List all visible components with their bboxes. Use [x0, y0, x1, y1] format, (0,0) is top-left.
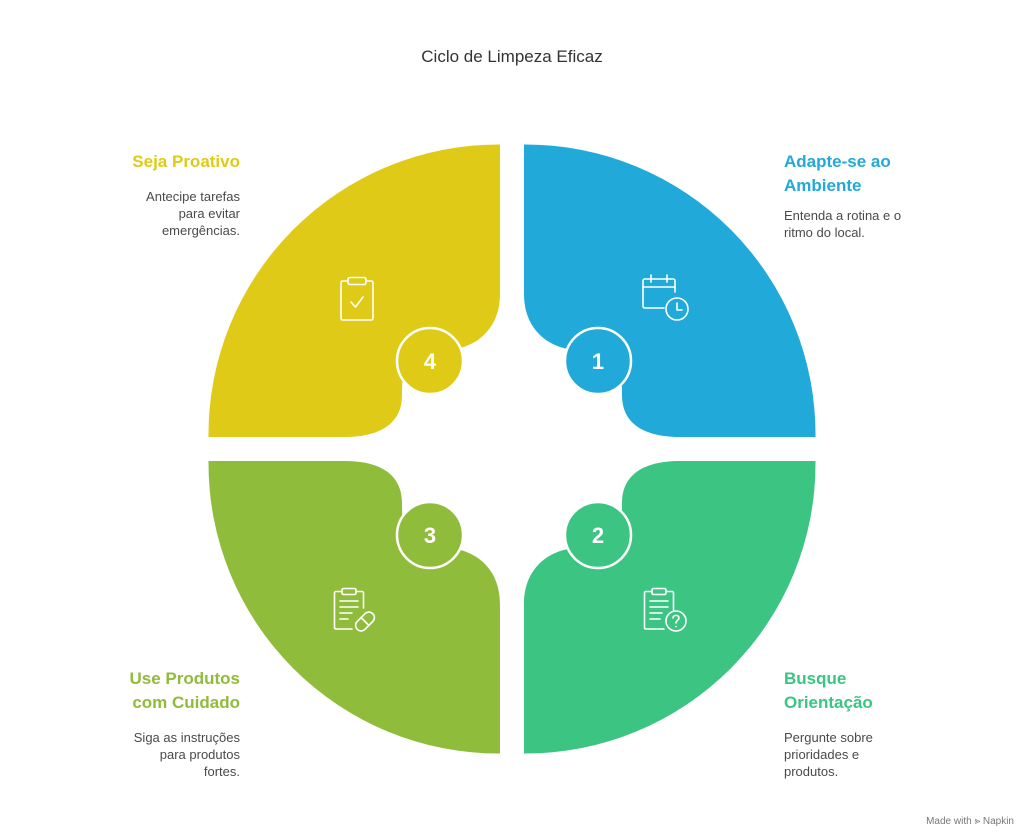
step-2-heading-line: Orientação: [784, 693, 873, 712]
step-2-badge: 2: [563, 500, 633, 570]
step-4-number: 4: [424, 349, 437, 374]
step-4-description-line: emergências.: [161, 223, 240, 238]
quadrant-2: [524, 461, 816, 754]
step-3-heading: Use Produtos com Cuidado: [129, 667, 240, 715]
step-4-description-line: para evitar: [178, 206, 240, 221]
credit-prefix: Made with: [926, 816, 972, 827]
step-1-badge: 1: [563, 326, 633, 396]
clipboard-pill-icon: [333, 587, 376, 632]
step-2-description-line: produtos.: [784, 764, 839, 779]
step-3-badge: 3: [395, 500, 465, 570]
step-3-description-line: fortes.: [203, 764, 240, 779]
step-3-description: Siga as instruções para produtos fortes.: [134, 729, 240, 780]
step-1-description: Entenda a rotina e o ritmo do local.: [784, 207, 901, 241]
calendar-clock-icon: [642, 274, 689, 321]
clipboard-question-icon: [643, 587, 687, 632]
step-1-description-line: Entenda a rotina e o: [784, 208, 902, 223]
napkin-logo-icon: ⪢: [974, 816, 981, 827]
step-4-description: Antecipe tarefas para evitar emergências…: [146, 188, 240, 239]
step-3-heading-line: com Cuidado: [132, 693, 240, 712]
credit-brand: Napkin: [982, 816, 1014, 827]
step-1-number: 1: [592, 349, 604, 374]
step-1-heading-line: Ambiente: [784, 176, 862, 195]
step-3-description-line: para produtos: [159, 747, 240, 762]
step-1-heading-line: Adapte-se ao: [784, 152, 891, 171]
diagram-title: Ciclo de Limpeza Eficaz: [421, 47, 603, 66]
step-2-description-line: Pergunte sobre: [784, 730, 873, 745]
quadrant-1: [524, 144, 816, 437]
step-2-heading-line: Busque: [784, 669, 847, 688]
step-1-heading: Adapte-se ao Ambiente: [784, 150, 891, 198]
quadrant-4: [208, 144, 500, 437]
step-4-badge: 4: [395, 326, 465, 396]
step-2-description: Pergunte sobre prioridades e produtos.: [784, 729, 873, 780]
step-4-heading-line: Seja Proativo: [132, 152, 240, 171]
step-3-heading-line: Use Produtos: [129, 669, 240, 688]
step-4-description-line: Antecipe tarefas: [146, 189, 240, 204]
step-4-heading: Seja Proativo: [132, 150, 240, 174]
clipboard-check-icon: [340, 276, 374, 321]
step-3-description-line: Siga as instruções: [133, 730, 240, 745]
step-1-description-line: ritmo do local.: [784, 225, 865, 240]
step-2-number: 2: [592, 523, 604, 548]
step-2-description-line: prioridades e: [784, 747, 860, 762]
step-2-heading: Busque Orientação: [784, 667, 873, 715]
step-3-number: 3: [424, 523, 436, 548]
napkin-credit[interactable]: Made with ⪢ Napkin: [926, 816, 1014, 827]
